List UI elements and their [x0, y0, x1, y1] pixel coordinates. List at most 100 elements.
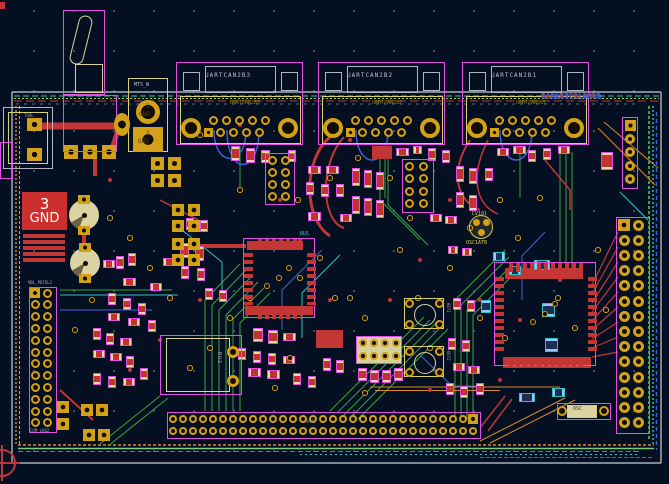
- dip-pad[interactable]: [151, 157, 164, 170]
- header-pin[interactable]: [30, 359, 40, 369]
- header-pin[interactable]: [30, 312, 40, 322]
- smd-component[interactable]: [293, 373, 301, 385]
- front-via[interactable]: [428, 388, 432, 392]
- header-pin[interactable]: [42, 359, 52, 369]
- trace[interactable]: [336, 319, 431, 414]
- header-pin[interactable]: [30, 394, 40, 404]
- header-pin[interactable]: [328, 414, 338, 424]
- header-pin[interactable]: [42, 371, 52, 381]
- smd-component[interactable]: [140, 368, 148, 380]
- smd-component[interactable]: [148, 320, 156, 332]
- button-pin[interactable]: [404, 298, 414, 308]
- via[interactable]: [147, 265, 153, 271]
- dsub-pin[interactable]: [255, 127, 264, 137]
- smd-component[interactable]: [108, 376, 116, 388]
- smd-component[interactable]: [123, 378, 135, 386]
- button-pin[interactable]: [434, 367, 444, 377]
- header-pin[interactable]: [632, 280, 644, 292]
- header-pin[interactable]: [228, 414, 238, 424]
- toggle-switch-courtyard[interactable]: [63, 10, 105, 95]
- header-pin[interactable]: [178, 414, 188, 424]
- header-pin[interactable]: [30, 323, 40, 333]
- copper-fill[interactable]: [23, 246, 65, 250]
- copper-fill[interactable]: [505, 268, 583, 279]
- via[interactable]: [89, 297, 95, 303]
- dsub-connector[interactable]: [176, 62, 303, 145]
- dsub-pin[interactable]: [377, 115, 386, 125]
- buzzer[interactable]: [160, 335, 242, 395]
- via[interactable]: [276, 275, 282, 281]
- dip-pad[interactable]: [83, 429, 95, 441]
- th-pad[interactable]: [418, 161, 428, 171]
- smd-component[interactable]: [283, 333, 296, 341]
- via[interactable]: [297, 275, 303, 281]
- dsub-mount-hole[interactable]: [278, 118, 298, 138]
- th-pad[interactable]: [267, 191, 277, 201]
- front-via[interactable]: [328, 298, 332, 302]
- th-pad[interactable]: [418, 174, 428, 183]
- header-pin[interactable]: [348, 426, 358, 436]
- header-pin[interactable]: [248, 414, 258, 424]
- trace[interactable]: [476, 139, 499, 215]
- via[interactable]: [572, 325, 578, 331]
- trace[interactable]: [479, 397, 566, 442]
- power-pad[interactable]: [27, 118, 42, 131]
- smd-component[interactable]: [469, 168, 477, 184]
- header-pin[interactable]: [30, 418, 40, 428]
- header-pin[interactable]: [398, 414, 408, 424]
- th-pad[interactable]: [404, 161, 414, 171]
- smd-component[interactable]: [150, 283, 162, 291]
- header-pin[interactable]: [208, 414, 218, 424]
- jumper-pin[interactable]: [359, 352, 367, 360]
- via[interactable]: [603, 307, 609, 313]
- smd-component[interactable]: [120, 338, 132, 346]
- dsub-pin[interactable]: [216, 127, 225, 137]
- copper-fill[interactable]: [316, 330, 343, 348]
- via[interactable]: [355, 155, 361, 161]
- smd-component[interactable]: [456, 192, 464, 208]
- smd-component[interactable]: [462, 340, 470, 352]
- dip-pad[interactable]: [83, 145, 97, 159]
- header-pin[interactable]: [298, 426, 308, 436]
- header-pin[interactable]: [42, 382, 52, 392]
- header-pin[interactable]: [278, 426, 288, 436]
- dsub-pin1[interactable]: [489, 128, 499, 137]
- dsub-pin[interactable]: [235, 115, 244, 125]
- header-pin[interactable]: [258, 426, 268, 436]
- smd-component[interactable]: [558, 146, 570, 154]
- smd-capacitor[interactable]: [519, 393, 535, 402]
- dip-pad[interactable]: [188, 204, 200, 216]
- mts-pad-1gnd[interactable]: [133, 127, 163, 152]
- cap-pad[interactable]: [78, 226, 90, 235]
- header-pin[interactable]: [298, 414, 308, 424]
- via[interactable]: [286, 265, 292, 271]
- smd-component[interactable]: [485, 168, 493, 181]
- dsub-mount-hole[interactable]: [564, 118, 584, 138]
- header-pin1[interactable]: [30, 288, 40, 298]
- trace[interactable]: [357, 328, 449, 420]
- via[interactable]: [477, 315, 483, 321]
- header-pin[interactable]: [625, 174, 635, 184]
- header-pin[interactable]: [238, 426, 248, 436]
- dsub-pin[interactable]: [547, 115, 556, 125]
- front-via[interactable]: [478, 298, 482, 302]
- smd-component[interactable]: [340, 214, 352, 222]
- via[interactable]: [497, 197, 503, 203]
- smd-component[interactable]: [442, 150, 450, 163]
- th-pad[interactable]: [404, 199, 414, 208]
- front-via[interactable]: [198, 298, 202, 302]
- smd-component[interactable]: [382, 370, 391, 383]
- header-pin[interactable]: [448, 426, 458, 436]
- trace[interactable]: [591, 351, 619, 358]
- smd-component[interactable]: [513, 146, 526, 154]
- dsub-pin[interactable]: [515, 127, 524, 137]
- front-via[interactable]: [498, 378, 502, 382]
- dsub-pin[interactable]: [242, 127, 251, 137]
- buzzer-pin[interactable]: [227, 346, 239, 358]
- dsub-pin[interactable]: [534, 115, 543, 125]
- smd-component[interactable]: [308, 166, 321, 174]
- header-pin[interactable]: [408, 426, 418, 436]
- trace[interactable]: [343, 322, 437, 416]
- button-pin[interactable]: [404, 319, 414, 329]
- header-pin[interactable]: [30, 335, 40, 345]
